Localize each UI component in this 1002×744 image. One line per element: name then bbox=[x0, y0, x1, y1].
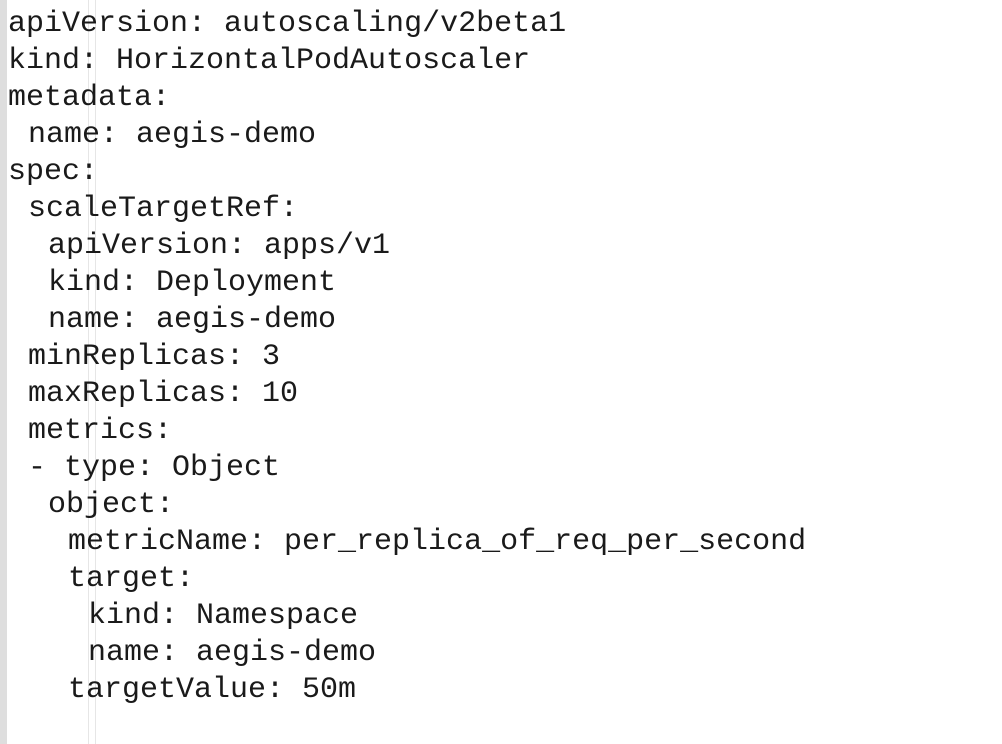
code-line: spec: bbox=[0, 154, 1002, 191]
code-line: kind: Deployment bbox=[0, 265, 1002, 302]
code-line-text: metrics: bbox=[28, 414, 173, 448]
code-line: kind: HorizontalPodAutoscaler bbox=[0, 43, 1002, 80]
code-line: kind: Namespace bbox=[0, 598, 1002, 635]
code-line: metrics: bbox=[0, 413, 1002, 450]
code-line-text: maxReplicas: 10 bbox=[28, 377, 299, 411]
code-line: object: bbox=[0, 487, 1002, 524]
code-line: scaleTargetRef: bbox=[0, 191, 1002, 228]
code-line: name: aegis-demo bbox=[0, 117, 1002, 154]
code-line-text: kind: Namespace bbox=[88, 599, 359, 633]
code-line: apiVersion: autoscaling/v2beta1 bbox=[0, 6, 1002, 43]
left-gutter-strip bbox=[0, 0, 7, 744]
code-line-text: metadata: bbox=[8, 81, 171, 115]
code-line: metadata: bbox=[0, 80, 1002, 117]
code-line-text: name: aegis-demo bbox=[48, 303, 337, 337]
code-line: - type: Object bbox=[0, 450, 1002, 487]
code-line-text: metricName: per_replica_of_req_per_secon… bbox=[68, 525, 807, 559]
code-line-text: object: bbox=[48, 488, 175, 522]
code-line-text: kind: Deployment bbox=[48, 266, 337, 300]
code-line: maxReplicas: 10 bbox=[0, 376, 1002, 413]
code-line-text: name: aegis-demo bbox=[28, 118, 317, 152]
indent-guide-line-2 bbox=[95, 0, 96, 744]
code-line-text: targetValue: 50m bbox=[68, 673, 357, 707]
code-line-text: kind: HorizontalPodAutoscaler bbox=[8, 44, 531, 78]
code-line-text: minReplicas: 3 bbox=[28, 340, 281, 374]
code-line-text: - type: Object bbox=[28, 451, 281, 485]
code-line: apiVersion: apps/v1 bbox=[0, 228, 1002, 265]
code-line: target: bbox=[0, 561, 1002, 598]
code-line-text: target: bbox=[68, 562, 195, 596]
code-line: name: aegis-demo bbox=[0, 302, 1002, 339]
code-line: metricName: per_replica_of_req_per_secon… bbox=[0, 524, 1002, 561]
code-line-text: spec: bbox=[8, 155, 99, 189]
code-line: minReplicas: 3 bbox=[0, 339, 1002, 376]
indent-guide-line-1 bbox=[88, 0, 89, 744]
code-line-text: apiVersion: apps/v1 bbox=[48, 229, 391, 263]
code-line-text: scaleTargetRef: bbox=[28, 192, 299, 226]
code-line: targetValue: 50m bbox=[0, 672, 1002, 709]
code-line: name: aegis-demo bbox=[0, 635, 1002, 672]
code-line-text: name: aegis-demo bbox=[88, 636, 377, 670]
code-line-text: apiVersion: autoscaling/v2beta1 bbox=[8, 7, 567, 41]
